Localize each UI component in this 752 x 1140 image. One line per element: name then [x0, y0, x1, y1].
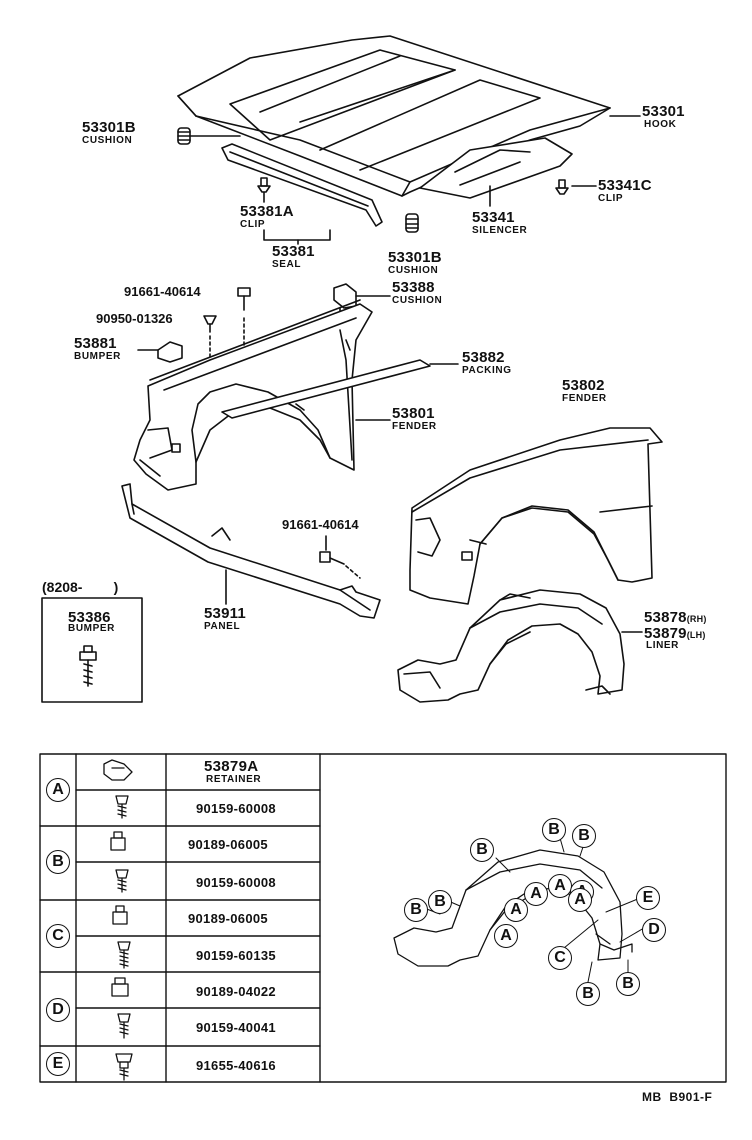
inset-box — [41, 597, 143, 703]
locator-marker: C — [548, 946, 572, 970]
fender-53802 — [409, 427, 663, 605]
callout-53878-side: (RH) — [686, 614, 707, 624]
table-row-a2-pn: 90159-60008 — [196, 801, 276, 816]
fastener-table — [39, 753, 727, 1083]
locator-marker: A — [504, 898, 528, 922]
locator-marker: B — [404, 898, 428, 922]
callout-53882-pn: 53882 — [462, 349, 505, 366]
callout-53881-name: BUMPER — [74, 351, 121, 362]
callout-53381a-pn: 53381A — [240, 203, 294, 220]
callout-53801-name: FENDER — [392, 421, 437, 432]
table-row-c1-pn: 90189-06005 — [188, 911, 268, 926]
callout-53341c-name: CLIP — [598, 193, 624, 204]
locator-marker: B — [576, 982, 600, 1006]
locator-marker: B — [428, 890, 452, 914]
callout-53388-name: CUSHION — [392, 295, 443, 306]
clip-53381a — [257, 177, 271, 203]
fender-53801 — [133, 299, 373, 491]
cushion-center — [405, 213, 419, 233]
hood-seal — [221, 143, 383, 227]
packing-53882 — [221, 359, 459, 419]
table-row-b2-pn: 90159-60008 — [196, 875, 276, 890]
callout-53879-side: (LH) — [686, 630, 706, 640]
callout-53802-name: FENDER — [562, 393, 607, 404]
callout-53911-pn: 53911 — [204, 605, 246, 622]
callout-53301-pn: 53301 — [642, 103, 685, 120]
callout-53381-name: SEAL — [272, 259, 302, 270]
locator-marker: A — [494, 924, 518, 948]
liner-53878-53879 — [397, 589, 625, 703]
callout-53882-name: PACKING — [462, 365, 512, 376]
locator-marker: E — [636, 886, 660, 910]
fastener-icons — [103, 759, 133, 1081]
callout-53341-pn: 53341 — [472, 209, 515, 226]
table-row-d2-pn: 90159-40041 — [196, 1020, 276, 1035]
callout-53881-pn: 53881 — [74, 335, 117, 352]
group-d-marker: D — [46, 998, 70, 1022]
hood-silencer — [419, 137, 573, 199]
locator-marker: A — [524, 882, 548, 906]
callout-53879-pn: 53879(LH) — [644, 626, 706, 641]
locator-marker: A — [568, 888, 592, 912]
bracket-53381 — [263, 229, 331, 241]
clip-53341c — [555, 179, 569, 195]
locator-marker: B — [616, 972, 640, 996]
panel-53911 — [121, 483, 381, 619]
group-c-marker: C — [46, 924, 70, 948]
cushion-left — [177, 127, 241, 145]
callout-53301b-center-name: CUSHION — [388, 265, 439, 276]
inset-name: BUMPER — [68, 623, 115, 634]
callout-91661-lower: 91661-40614 — [282, 517, 359, 532]
callout-53802-pn: 53802 — [562, 377, 605, 394]
callout-53801-pn: 53801 — [392, 405, 435, 422]
locator-marker: B — [470, 838, 494, 862]
bumper-53881 — [137, 341, 183, 363]
table-row-a1-name: RETAINER — [206, 774, 262, 785]
table-row-b1-pn: 90189-06005 — [188, 837, 268, 852]
group-b-marker: B — [46, 850, 70, 874]
callout-53911-name: PANEL — [204, 621, 241, 632]
inset-pn: 53386 — [68, 609, 111, 626]
callout-53388-pn: 53388 — [392, 279, 435, 296]
figure-code: MB B901-F — [642, 1090, 713, 1104]
hood-panel — [177, 35, 611, 197]
group-e-marker: E — [46, 1052, 70, 1076]
table-row-e1-pn: 91655-40616 — [196, 1058, 276, 1073]
table-row-a1-pn: 53879A — [204, 758, 259, 775]
callout-53879-name: LINER — [646, 640, 679, 651]
table-row-c2-pn: 90159-60135 — [196, 948, 276, 963]
locator-marker: D — [642, 918, 666, 942]
callout-53381-pn: 53381 — [272, 243, 315, 260]
callout-53301-name: HOOK — [644, 119, 677, 130]
screw-90950 — [203, 315, 217, 361]
locator-marker: B — [572, 824, 596, 848]
callout-53879-number: 53879 — [644, 625, 687, 642]
callout-53381a-name: CLIP — [240, 219, 266, 230]
table-row-d1-pn: 90189-04022 — [196, 984, 276, 999]
callout-53301b-left-name: CUSHION — [82, 135, 133, 146]
callout-91661-top: 91661-40614 — [124, 284, 201, 299]
callout-53301b-center-pn: 53301B — [388, 249, 442, 266]
callout-53301b-left-pn: 53301B — [82, 119, 136, 136]
callout-90950: 90950-01326 — [96, 311, 173, 326]
inset-date: (8208- ) — [42, 579, 119, 595]
locator-marker: B — [542, 818, 566, 842]
callout-53341-name: SILENCER — [472, 225, 528, 236]
callout-53341c-pn: 53341C — [598, 177, 652, 194]
callout-53878-pn: 53878(RH) — [644, 610, 707, 625]
group-a-marker: A — [46, 778, 70, 802]
callout-53878-number: 53878 — [644, 609, 687, 626]
bumper-53386-bolt — [79, 645, 97, 687]
bolt-91661-lower — [319, 535, 361, 579]
